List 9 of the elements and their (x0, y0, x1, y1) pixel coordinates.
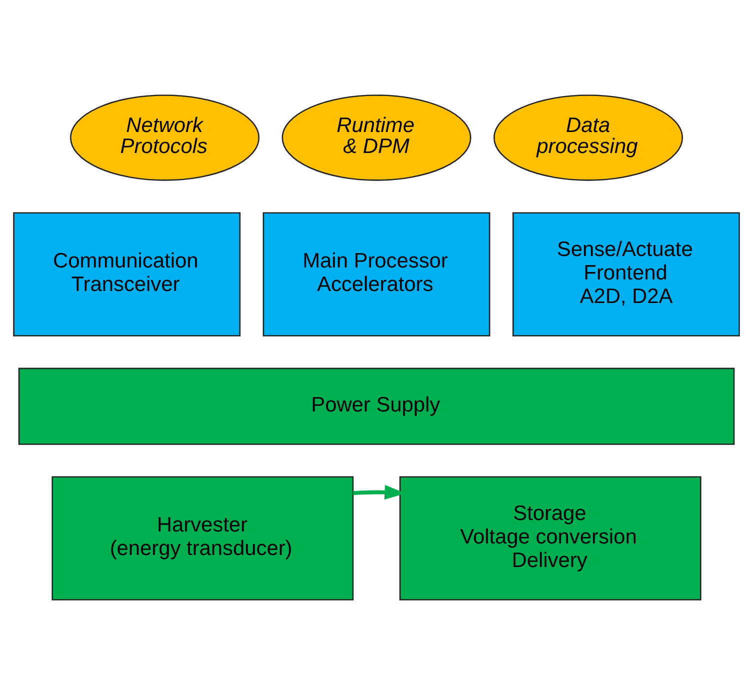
node-box: Harvester (energy transducer) (52, 476, 354, 600)
node-box: Sense/Actuate Frontend A2D, D2A (512, 212, 740, 336)
node-box: Power Supply (18, 367, 735, 444)
node-box: Main Processor Accelerators (262, 212, 490, 336)
node-ellipse: Network Protocols (70, 94, 260, 180)
node-ellipse: Data processing (493, 94, 684, 180)
node-box: Communication Transceiver (13, 212, 241, 336)
node-box: Storage Voltage conversion Delivery (399, 476, 702, 600)
node-ellipse: Runtime & DPM (282, 94, 472, 180)
